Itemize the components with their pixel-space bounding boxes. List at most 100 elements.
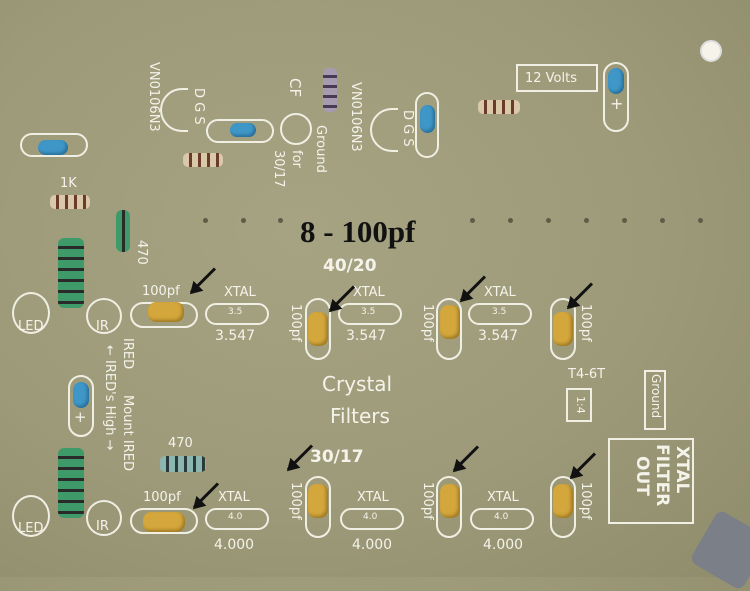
dgs-label-right: D G S [400,110,415,147]
xtal-freq: 4.000 [483,537,524,553]
resistor-470-bottom [160,456,206,472]
yellow-capacitor [143,512,185,532]
cf-label: CF [286,78,304,98]
cap-pad [20,133,88,157]
ired-label: IRED [120,338,135,370]
res-470-label-vertical: 470 [134,240,149,265]
resistor-green [58,448,84,518]
cf-band-label: 30/17 [271,150,286,188]
yellow-capacitor [440,484,460,518]
via [203,218,208,223]
resistor-1k [50,195,90,209]
resistor-470 [116,210,130,252]
xtal-label: XTAL [224,285,256,300]
cf-pad [280,113,312,145]
resistor-vertical [323,68,337,112]
xtal-pad [468,303,532,325]
cap-pad [603,62,629,132]
led-pad-top [12,292,50,334]
via [584,218,589,223]
cap-pad-v [550,298,576,360]
via [546,218,551,223]
xtal-label: XTAL [484,285,516,300]
xtal-pad-label: 3.5 [361,307,376,317]
annotation-title: 8 - 100pf [300,214,416,249]
output-label-3: OUT [632,456,652,496]
cap-pad-v [305,476,331,538]
res-470-label: 470 [168,436,193,451]
output-box [608,438,694,524]
xtal-label: XTAL [487,490,519,505]
arrow-pointer [192,482,220,509]
volts-label-box [516,64,598,92]
blue-capacitor [38,140,68,155]
yellow-capacitor [308,484,328,518]
xtal-pad [205,508,269,530]
band-bottom-label: 30/17 [310,447,364,467]
via [241,218,246,223]
cap-label-v: 100pf [288,482,303,520]
cap-label-v: 100pf [288,304,303,342]
yellow-capacitor [148,302,184,322]
cap-label-v: 100pf [420,482,435,520]
led-pad-bottom [12,495,50,537]
resistor [478,100,520,114]
via [622,218,627,223]
arrow-pointer [569,452,597,479]
ireds-high-label: ← IRED's High → [102,345,117,451]
ir-pad-bottom [86,500,122,536]
cap-label-v: 100pf [578,304,593,342]
cap-pad [68,375,94,437]
plus-label-left: + [74,408,87,426]
plus-label: + [610,94,624,113]
xtal-label: XTAL [218,490,250,505]
xtal-pad [338,303,402,325]
res-1k-label: 1K [60,176,77,191]
cap-pad [206,119,274,143]
xtal-pad-label: 4.0 [228,512,243,522]
transformer-label: T4-6T [568,367,606,382]
hex-nut [689,509,750,591]
yellow-capacitor [553,484,573,518]
xtal-pad [470,508,534,530]
led-label-bottom: LED [18,521,44,536]
xtal-pad-label: 4.0 [494,512,509,522]
blue-capacitor [420,105,435,133]
xtal-pad-label: 4.0 [363,512,378,522]
xtal-label: XTAL [353,285,385,300]
cap-pad-v [436,476,462,538]
xtal-freq: 3.547 [478,328,519,344]
cap-pad-h-bottom [130,508,198,534]
crystal-label: Crystal [322,372,393,396]
cap-label-h-bottom: 100pf [143,490,181,505]
xtal-pad [205,303,269,325]
filters-label: Filters [330,404,390,428]
volts-label: 12 Volts [525,71,577,86]
xtal-label: XTAL [357,490,389,505]
ratio-label: 1:4 [574,396,587,414]
mosfet-label-right: VN0106N3 [348,82,363,152]
arrow-pointer [452,445,480,472]
blue-capacitor [73,382,89,408]
blue-capacitor [230,123,256,137]
via [278,218,283,223]
xtal-freq: 4.000 [352,537,393,553]
ground-label-top: Ground [313,125,328,173]
xtal-pad [340,508,404,530]
band-top-label: 40/20 [323,256,377,276]
dgs-label-left: D G S [191,88,206,125]
cap-label-h-top: 100pf [142,284,180,299]
via [660,218,665,223]
xtal-freq: 4.000 [214,537,255,553]
via [470,218,475,223]
yellow-capacitor [440,305,460,339]
cap-pad-v [550,476,576,538]
for-label: for [289,150,304,168]
ir-label-top: IR [96,319,109,334]
mount-ired-label: Mount IRED [120,395,135,471]
yellow-capacitor [308,312,328,346]
via [508,218,513,223]
output-label-1: XTAL [672,446,692,494]
ir-pad-top [86,298,122,334]
ground-label-right: Ground [649,374,663,419]
